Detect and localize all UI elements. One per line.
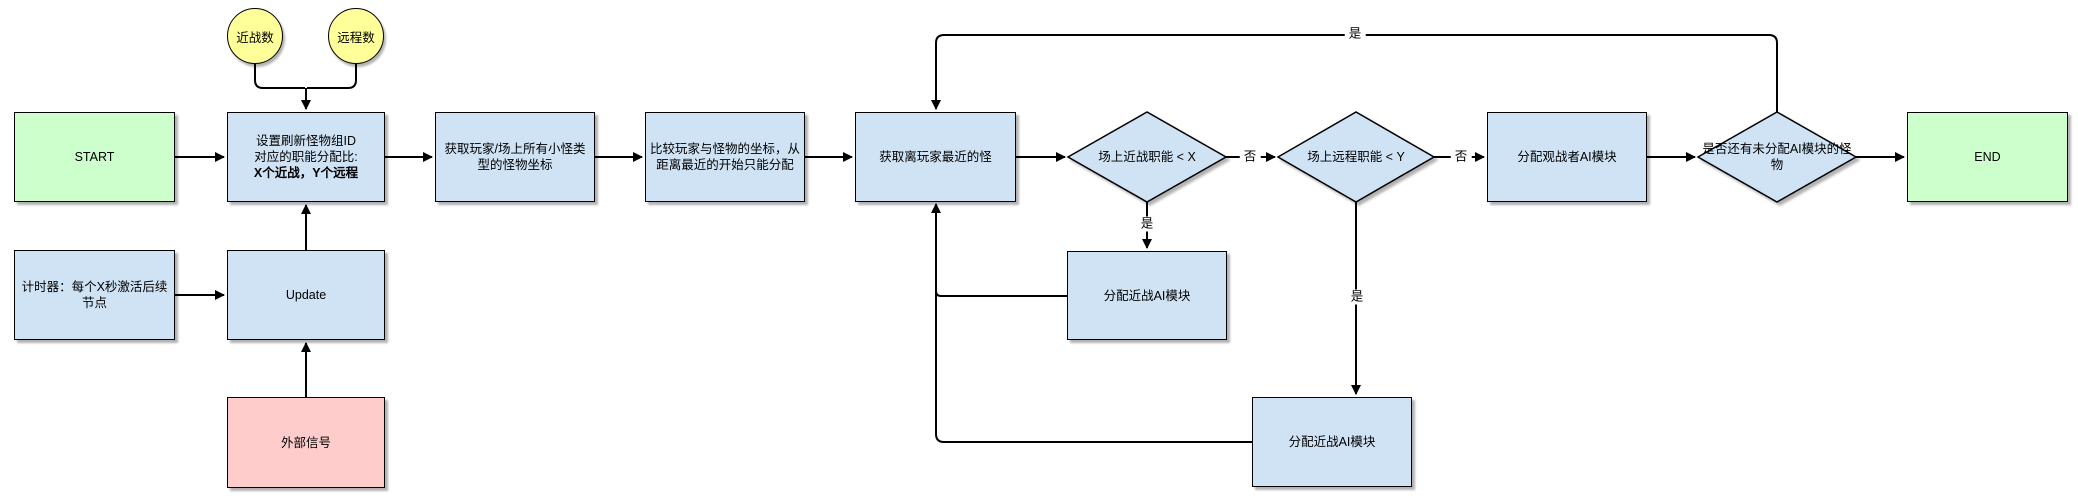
update-node: Update (227, 250, 385, 340)
ranged-yes-label: 是 (1346, 289, 1368, 305)
melee-count-node: 近战数 (227, 8, 283, 64)
edge-ranged-count-merge (307, 64, 357, 89)
assign-melee-2-node: 分配近战AI模块 (1252, 397, 1412, 487)
ranged-check-diamond (1276, 111, 1436, 203)
start-node: START (14, 112, 175, 202)
melee-yes-label: 是 (1136, 216, 1158, 232)
edge-assign-melee-2-return (931, 203, 1252, 443)
ranged-no-label: 否 (1450, 149, 1472, 165)
end-node: END (1907, 112, 2068, 202)
external-signal-node: 外部信号 (227, 397, 385, 488)
compare-coords-node: 比较玩家与怪物的坐标，从 距离最近的开始只能分配 (645, 112, 805, 202)
edge-assign-melee-1-return (935, 288, 1067, 297)
get-nearest-node: 获取离玩家最近的怪 (855, 112, 1016, 202)
remaining-check-diamond (1696, 111, 1858, 203)
edge-melee-count-merge (254, 64, 305, 89)
set-ratio-text: 设置刷新怪物组ID 对应的职能分配比: (254, 134, 358, 164)
timer-node: 计时器：每个X秒激活后续 节点 (14, 250, 175, 340)
melee-check-diamond (1066, 111, 1228, 203)
assign-melee-1-node: 分配近战AI模块 (1067, 251, 1227, 340)
ranged-count-node: 远程数 (328, 8, 384, 64)
set-ratio-text-bold: X个近战，Y个远程 (253, 166, 359, 180)
set-ratio-node: 设置刷新怪物组ID 对应的职能分配比: X个近战，Y个远程 (227, 112, 385, 202)
edge-loop-yes (931, 34, 1778, 112)
loop-yes-label: 是 (1344, 26, 1366, 42)
assign-spectator-node: 分配观战者AI模块 (1487, 112, 1647, 202)
melee-no-label: 否 (1239, 149, 1261, 165)
get-coords-node: 获取玩家/场上所有小怪类 型的怪物坐标 (435, 112, 595, 202)
